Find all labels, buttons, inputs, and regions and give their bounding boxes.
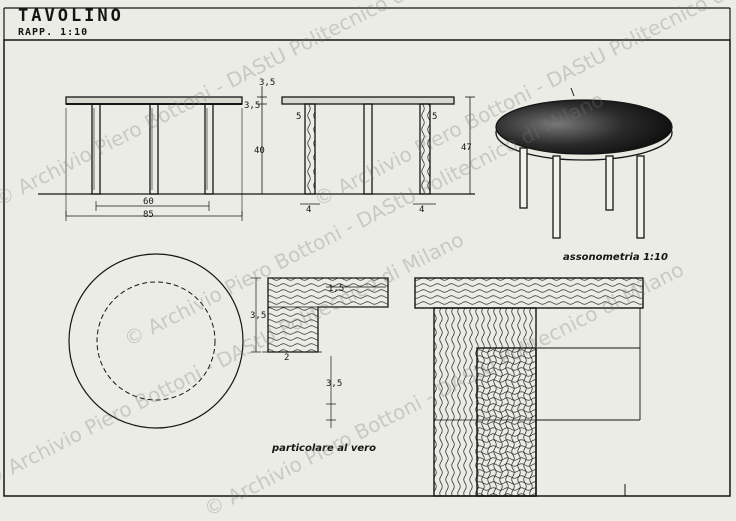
drawing-scale: RAPP. 1:10 [18, 27, 89, 38]
dim-detail-depth: 3,5 [326, 379, 343, 389]
axono-leg-4 [636, 155, 645, 239]
front-leg-center [149, 103, 159, 195]
drawing-title: TAVOLINO [18, 6, 124, 26]
dim-leg-base-right: 4 [419, 205, 425, 215]
dim-top-edge: 3,5 [244, 101, 261, 111]
side-table-top [281, 96, 455, 105]
side-leg-center [363, 103, 373, 195]
axono-leg-1 [519, 147, 528, 209]
side-elevation [281, 96, 455, 205]
label-axonometry: assonometria 1:10 [563, 252, 668, 263]
side-leg-left [304, 103, 316, 195]
axonometric-view [495, 87, 673, 239]
dim-detail-thickness: 3,5 [250, 311, 267, 321]
dim-leg-spacing: 60 [143, 197, 154, 207]
detail-section [251, 277, 389, 428]
dim-leg-width-left: 5 [296, 112, 302, 122]
detail-inner-block [476, 347, 537, 497]
dim-leg-base-left: 4 [306, 205, 312, 215]
dim-detail-groove: 1,5 [328, 284, 345, 294]
front-leg-right [204, 103, 214, 195]
dim-leg-width-right: 5 [432, 112, 438, 122]
dim-top-thickness: 3,5 [259, 78, 276, 88]
front-leg-left [91, 103, 101, 195]
side-leg-right [419, 103, 431, 195]
plan-view [68, 253, 244, 429]
axono-table-top [495, 99, 673, 155]
full-scale-detail [414, 277, 644, 497]
height-dimensions [257, 86, 475, 195]
dim-total-height: 47 [461, 143, 472, 153]
plan-legs-outline [96, 281, 216, 401]
sheet-frame [3, 39, 731, 497]
drawing-canvas [3, 7, 731, 497]
front-table-top [65, 96, 243, 105]
plan-top-outline [68, 253, 244, 429]
axono-leg-2 [552, 155, 561, 239]
dim-top-width: 85 [143, 210, 154, 220]
dim-detail-width: 2 [284, 353, 290, 363]
axono-leg-3 [605, 155, 614, 211]
front-elevation [38, 96, 475, 221]
detail-top-board [414, 277, 644, 309]
dim-leg-height: 40 [254, 146, 265, 156]
label-detail: particolare al vero [272, 443, 376, 454]
